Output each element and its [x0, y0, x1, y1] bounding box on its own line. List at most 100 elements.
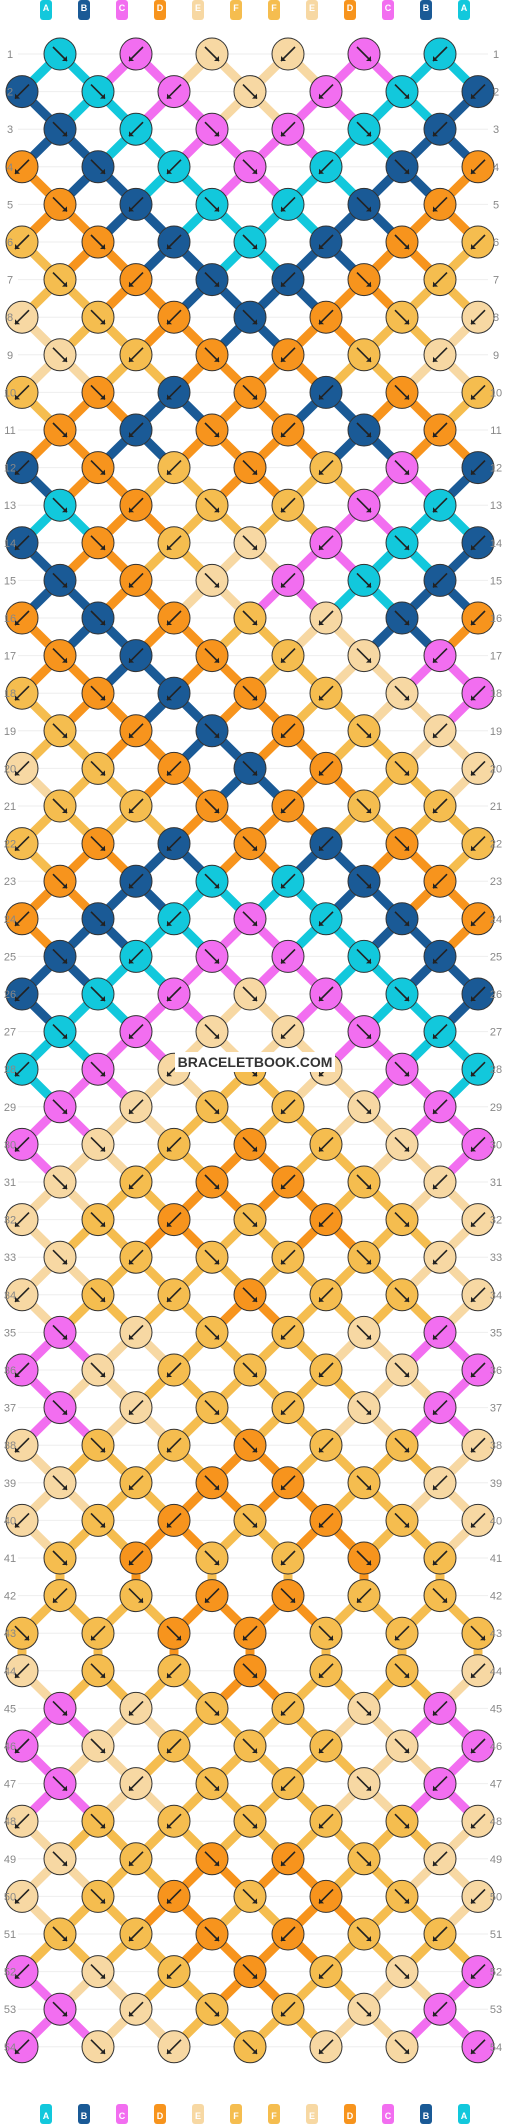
row-number-right: 20 [490, 763, 502, 775]
knot-arrow-head [62, 432, 67, 437]
knot-arrow-head [15, 394, 20, 400]
knot-arrow-head [404, 319, 409, 325]
row-number-right: 40 [490, 1515, 502, 1527]
knot-arrow-head [100, 244, 105, 249]
knot-arrow-head [214, 883, 219, 889]
knot-arrow-head [252, 1221, 257, 1227]
knot-arrow-head [252, 319, 257, 325]
knot-arrow-head [252, 469, 257, 475]
knot-arrow-head [366, 131, 371, 137]
knot-arrow-head [167, 1221, 172, 1227]
row-number-left: 4 [7, 162, 13, 174]
knot-arrow-head [100, 996, 105, 1001]
row-number-right: 47 [490, 1779, 502, 1791]
knot-arrow-head [366, 56, 371, 61]
bottom-string-stub [192, 2104, 204, 2124]
knot-arrow-head [62, 1785, 67, 1791]
bottom-string-letter: C [385, 2111, 392, 2121]
top-string-stub [268, 0, 280, 20]
top-string-stub [458, 0, 470, 20]
knot-arrow-head [167, 1372, 172, 1377]
bottom-string-stub [40, 2104, 52, 2124]
knot-arrow-head [15, 1296, 20, 1302]
knot-arrow-head [214, 56, 219, 61]
knot-arrow-head [167, 620, 172, 625]
row-number-left: 34 [4, 1290, 16, 1302]
knot-arrow-head [404, 1748, 409, 1753]
row-number-right: 1 [493, 49, 499, 61]
knot-arrow-head [366, 1334, 371, 1340]
knot-arrow-head [167, 244, 172, 249]
knot-arrow-head [404, 1973, 409, 1979]
knot-arrow-head [366, 1560, 371, 1565]
bottom-string-stub [382, 2104, 394, 2124]
row-number-left: 41 [4, 1553, 16, 1565]
top-string-stub [40, 0, 52, 20]
knot-arrow-head [433, 958, 438, 964]
row-number-left: 14 [4, 538, 16, 550]
knot-arrow-head [281, 958, 286, 964]
knot-arrow-head [281, 732, 286, 738]
knot-arrow-head [15, 695, 20, 701]
knot-arrow-head [480, 1635, 485, 1641]
knot-arrow-head [281, 1033, 286, 1039]
knot-arrow-head [100, 168, 105, 174]
knot-arrow-head [366, 1184, 371, 1189]
knot-arrow-head [433, 1409, 438, 1415]
knot-arrow-head [15, 1522, 20, 1528]
knot-arrow-head [214, 732, 219, 738]
top-string-letter: A [461, 3, 468, 13]
knot-arrow-head [100, 1898, 105, 1904]
knot-arrow-head [214, 131, 219, 137]
row-number-right: 54 [490, 2042, 502, 2054]
row-number-left: 33 [4, 1252, 16, 1264]
knot-arrow-head [252, 93, 257, 99]
knot-arrow-head [167, 469, 172, 475]
bottom-string-letter: C [119, 2111, 126, 2121]
knot-arrow-head [281, 883, 286, 889]
knot-arrow-head [281, 507, 286, 513]
knot-arrow-head [366, 206, 371, 212]
knot-arrow-head [129, 281, 134, 287]
knot-arrow-head [404, 244, 409, 249]
row-number-left: 3 [7, 124, 13, 136]
knot-arrow-head [433, 1108, 438, 1114]
knot-arrow-head [214, 958, 219, 964]
knot-arrow-head [319, 620, 324, 625]
row-number-left: 28 [4, 1064, 16, 1076]
row-number-left: 19 [4, 726, 16, 738]
knot-arrow-head [100, 770, 105, 776]
knot-arrow-head [129, 1560, 134, 1565]
row-number-right: 4 [493, 162, 499, 174]
knot-arrow-head [471, 469, 476, 475]
knot-arrow-head [129, 206, 134, 212]
knot-arrow-head [319, 920, 324, 926]
knot-arrow-head [252, 394, 257, 400]
knot-arrow-head [167, 319, 172, 325]
knot-arrow-head [53, 1597, 58, 1603]
knot-arrow-head [471, 770, 476, 776]
knot-arrow-head [91, 1635, 96, 1641]
knot-arrow-head [433, 1334, 438, 1340]
knot-arrow-head [129, 1108, 134, 1114]
bottom-string-letter: D [347, 2111, 354, 2121]
knot-arrow-head [404, 168, 409, 174]
knot-arrow-head [15, 1823, 20, 1829]
knot-arrow-head [366, 1860, 371, 1866]
row-number-left: 54 [4, 2042, 16, 2054]
bottom-string-stub [154, 2104, 166, 2124]
knot-arrow-head [129, 1334, 134, 1340]
knot-arrow-head [129, 1033, 134, 1039]
row-number-left: 17 [4, 651, 16, 663]
row-number-left: 16 [4, 613, 16, 625]
knot-arrow-head [62, 1108, 67, 1114]
knot-arrow-head [319, 544, 324, 550]
row-number-right: 2 [493, 87, 499, 99]
row-number-right: 23 [490, 876, 502, 888]
knot-arrow-head [214, 1108, 219, 1114]
row-number-right: 48 [490, 1816, 502, 1828]
row-number-left: 30 [4, 1139, 16, 1151]
knot-arrow-head [471, 1296, 476, 1302]
knot-arrow-head [281, 1936, 286, 1941]
